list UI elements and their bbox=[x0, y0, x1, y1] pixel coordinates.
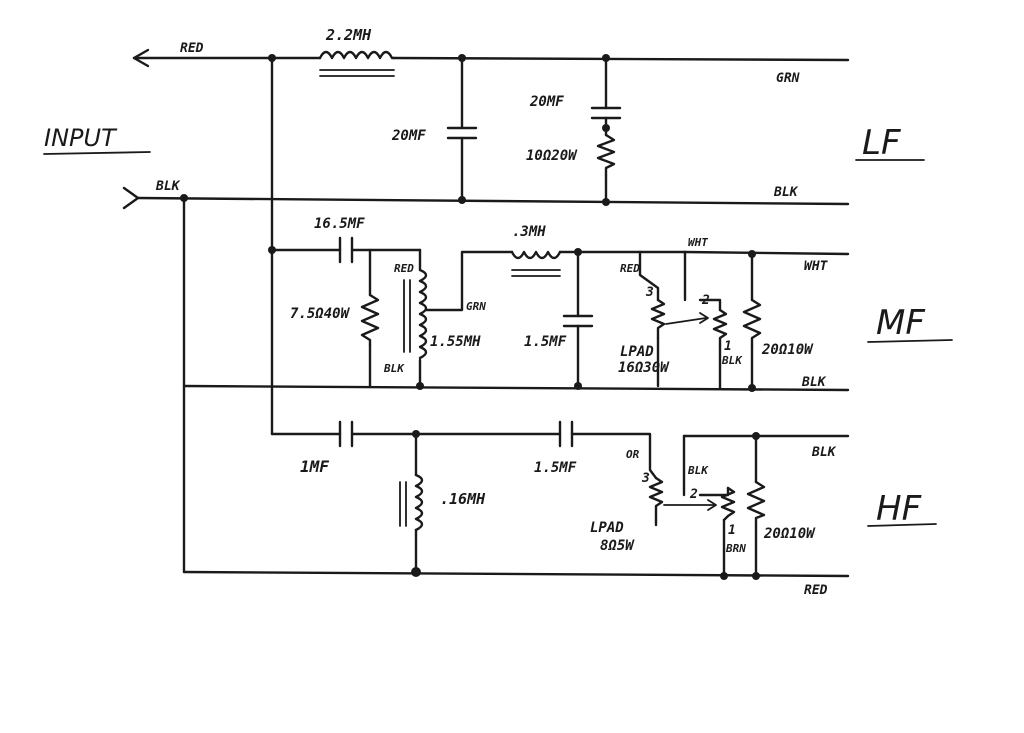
blk-input-label: BLK bbox=[155, 179, 181, 194]
mf-lpad-title: LPAD bbox=[620, 344, 654, 360]
grn-output-label: GRN bbox=[776, 71, 800, 86]
mf-underline bbox=[867, 339, 953, 343]
hf-lpad bbox=[648, 476, 736, 522]
mf-shunt-resistor-label: 7.5Ω40W bbox=[290, 306, 351, 322]
wiring bbox=[122, 48, 850, 578]
mf-lpad-blk-label: BLK bbox=[721, 354, 743, 367]
hf-load-resistor bbox=[746, 480, 766, 530]
junction bbox=[574, 248, 582, 256]
hf-cap1-label: 1MF bbox=[300, 457, 329, 476]
hf-lpad-or-label: OR bbox=[626, 448, 640, 461]
lf-resistor bbox=[596, 133, 616, 178]
mf-autoformer bbox=[403, 268, 428, 360]
junction bbox=[180, 194, 188, 202]
mf-tap-wire bbox=[424, 250, 514, 312]
lf-cap2-label: 20MF bbox=[529, 94, 564, 110]
junction bbox=[416, 382, 424, 390]
mf-series-inductor bbox=[510, 250, 562, 277]
wht-output-label: WHT bbox=[804, 259, 829, 274]
lf-cap2 bbox=[590, 106, 622, 120]
hf-lpad-pin2: 2 bbox=[689, 487, 698, 502]
mf-cap-label: 16.5MF bbox=[314, 216, 365, 232]
hf-cap2 bbox=[558, 420, 574, 448]
hf-lpad-pin3: 3 bbox=[641, 471, 650, 486]
mf-bottom-rail bbox=[182, 384, 850, 392]
hf-pin2-to-res bbox=[698, 486, 730, 497]
mf-shunt-resistor bbox=[360, 293, 380, 347]
red-hf-output-label: RED bbox=[804, 583, 828, 598]
lf-inductor bbox=[318, 50, 396, 77]
red-input-label: RED bbox=[180, 41, 204, 56]
lf-bottom-rail bbox=[136, 196, 850, 206]
mf-pin2-to-res bbox=[698, 298, 722, 312]
mf-lpad-red-label: RED bbox=[620, 262, 640, 275]
junction bbox=[748, 250, 756, 258]
hf-lpad-pin1: 1 bbox=[728, 523, 736, 538]
mf-load-resistor-label: 20Ω10W bbox=[761, 342, 814, 358]
mf-lpad-pin2: 2 bbox=[701, 293, 710, 308]
hf-load-resistor-label: 20Ω10W bbox=[763, 526, 816, 542]
hf-cap2-label: 1.5MF bbox=[534, 460, 577, 476]
blk-hf-output-label: BLK bbox=[811, 445, 837, 460]
mf-series-inductor-label: .3MH bbox=[512, 224, 546, 240]
mf-autoformer-grn-label: GRN bbox=[466, 300, 486, 313]
mf-lpad-value: 16Ω30W bbox=[618, 360, 670, 376]
hf-underline bbox=[867, 523, 937, 527]
hf-lpad-value: 8Ω5W bbox=[600, 538, 635, 554]
junction bbox=[602, 124, 610, 132]
lf-top-rail-right bbox=[392, 56, 850, 62]
blk-lf-output-label: BLK bbox=[773, 185, 799, 200]
mf-lpad-in bbox=[638, 250, 660, 302]
junction bbox=[574, 382, 582, 390]
junction bbox=[268, 54, 276, 62]
hf-lpad-blk-label: BLK bbox=[687, 464, 709, 477]
lf-cap1 bbox=[446, 126, 478, 140]
junction bbox=[752, 432, 760, 440]
mf-load-resistor bbox=[742, 298, 762, 347]
input-label: INPUT bbox=[44, 124, 118, 152]
hf-bottom-rail bbox=[182, 570, 850, 578]
junction bbox=[752, 572, 760, 580]
junction bbox=[458, 54, 466, 62]
mf-lpad-wht-label: WHT bbox=[688, 236, 708, 249]
junction bbox=[412, 430, 420, 438]
mf-section-label: MF bbox=[876, 303, 925, 343]
lf-section-label: LF bbox=[862, 123, 901, 163]
blk-mf-output-label: BLK bbox=[801, 375, 827, 390]
input-underline bbox=[43, 151, 151, 155]
junction bbox=[720, 572, 728, 580]
mf-wht-rail bbox=[683, 250, 850, 256]
junction bbox=[748, 384, 756, 392]
hf-section-label: HF bbox=[876, 489, 922, 529]
hf-after-cap2 bbox=[570, 432, 658, 480]
mf-autoformer-label: 1.55MH bbox=[430, 334, 481, 350]
mf-lpad-pin1: 1 bbox=[724, 339, 732, 354]
lf-inductor-label: 2.2MH bbox=[325, 26, 372, 44]
mf-autoformer-red-label: RED bbox=[394, 262, 414, 275]
mf-autoformer-blk-label: BLK bbox=[383, 362, 405, 375]
mf-shunt-cap-label: 1.5MF bbox=[524, 334, 567, 350]
junctions bbox=[180, 54, 760, 580]
mf-lpad bbox=[650, 298, 728, 347]
junction bbox=[458, 196, 466, 204]
junction bbox=[268, 246, 276, 254]
junction bbox=[602, 54, 610, 62]
junction bbox=[602, 198, 610, 206]
hf-cap1 bbox=[338, 420, 354, 448]
hf-lpad-brn-label: BRN bbox=[725, 542, 746, 555]
mf-lpad-pin3: 3 bbox=[645, 285, 654, 300]
hf-inductor bbox=[399, 473, 424, 532]
mf-shunt-cap bbox=[562, 314, 594, 328]
hf-inductor-label: .16MH bbox=[440, 490, 486, 508]
input-blk-arrow bbox=[122, 186, 140, 210]
lf-cap1-label: 20MF bbox=[391, 128, 426, 144]
lf-resistor-label: 10Ω20W bbox=[526, 148, 578, 164]
junction bbox=[411, 567, 421, 577]
hf-lpad-title: LPAD bbox=[590, 520, 624, 536]
mf-cap bbox=[338, 236, 354, 264]
